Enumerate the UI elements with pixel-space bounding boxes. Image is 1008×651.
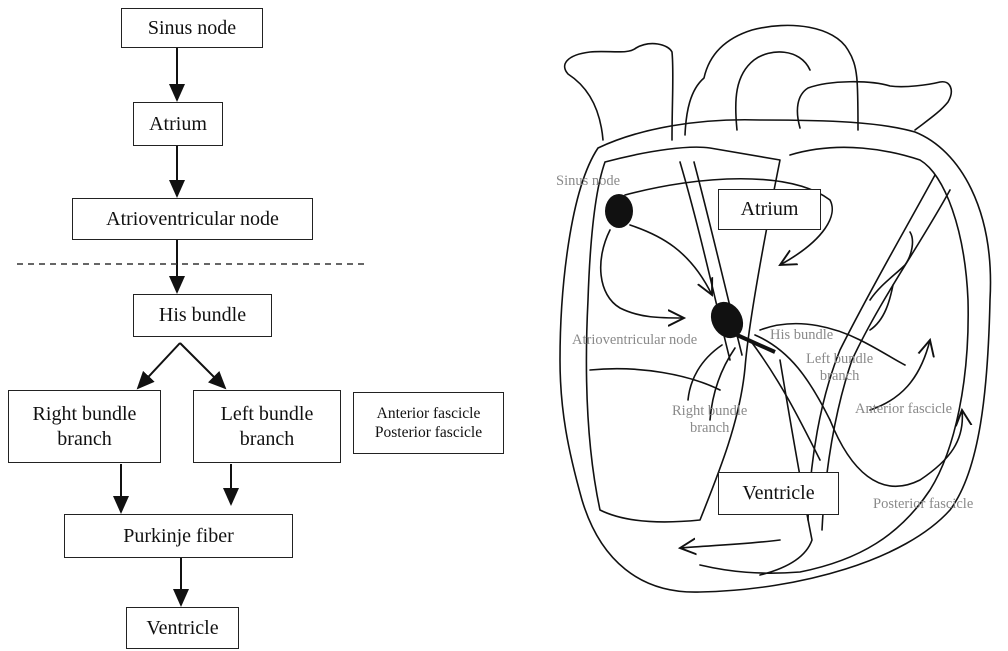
heart-anterior-fascicle-label: Anterior fascicle: [855, 401, 952, 418]
heart-sinus-node-label: Sinus node: [556, 173, 620, 190]
heart-right-bundle-line2: branch: [672, 420, 747, 437]
heart-av-node-label: Atrioventricular node: [572, 332, 697, 349]
flow-av-node-box: Atrioventricular node: [72, 198, 313, 240]
flow-right-bundle-line2: branch: [57, 427, 111, 452]
flow-right-bundle-box: Right bundle branch: [8, 390, 161, 463]
heart-left-bundle-line1: Left bundle: [806, 351, 873, 368]
heart-posterior-fascicle-label: Posterior fascicle: [873, 496, 973, 513]
heart-right-bundle-label: Right bundle branch: [672, 403, 747, 438]
flow-purkinje-box: Purkinje fiber: [64, 514, 293, 558]
heart-ventricle-box: Ventricle: [718, 472, 839, 515]
flow-left-bundle-line2: branch: [240, 427, 294, 452]
heart-atrium-label: Atrium: [741, 198, 799, 221]
flow-av-node-label: Atrioventricular node: [106, 207, 279, 232]
arrow-his-right: [138, 343, 180, 388]
arrow-his-left: [180, 343, 225, 388]
flow-anterior-fascicle-label: Anterior fascicle: [377, 404, 481, 423]
flow-right-bundle-line1: Right bundle: [33, 402, 137, 427]
flow-atrium-label: Atrium: [149, 112, 207, 137]
flow-left-bundle-line1: Left bundle: [221, 402, 314, 427]
flow-atrium-box: Atrium: [133, 102, 223, 146]
flow-ventricle-label: Ventricle: [146, 616, 218, 641]
flow-sinus-node-box: Sinus node: [121, 8, 263, 48]
heart-right-bundle-line1: Right bundle: [672, 403, 747, 420]
flow-left-bundle-box: Left bundle branch: [193, 390, 341, 463]
flow-purkinje-label: Purkinje fiber: [123, 524, 234, 549]
flow-posterior-fascicle-label: Posterior fascicle: [375, 423, 482, 442]
heart-left-bundle-line2: branch: [806, 368, 873, 385]
heart-his-bundle-label: His bundle: [770, 327, 833, 344]
flow-fascicles-box: Anterior fascicle Posterior fascicle: [353, 392, 504, 454]
flow-his-bundle-box: His bundle: [133, 294, 272, 337]
flow-ventricle-box: Ventricle: [126, 607, 239, 649]
flow-his-bundle-label: His bundle: [159, 303, 246, 328]
heart-atrium-box: Atrium: [718, 189, 821, 230]
heart-ventricle-label: Ventricle: [742, 482, 814, 505]
flow-sinus-node-label: Sinus node: [148, 16, 236, 41]
heart-left-bundle-label: Left bundle branch: [806, 351, 873, 386]
